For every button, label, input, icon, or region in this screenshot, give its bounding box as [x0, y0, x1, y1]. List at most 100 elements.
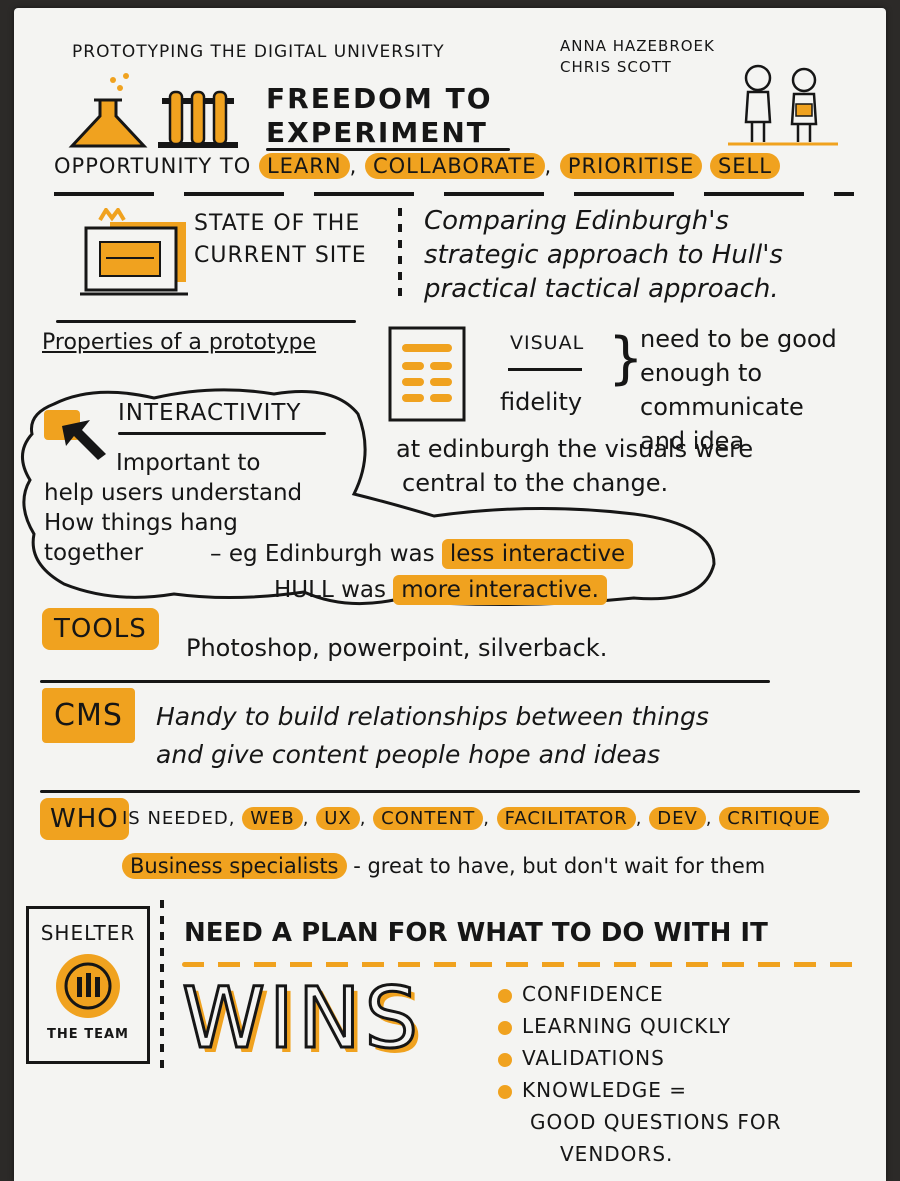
opportunity-row: OPPORTUNITY TO LEARN, COLLABORATE, PRIOR… — [54, 153, 780, 179]
interactivity-heading: INTERACTIVITY — [118, 400, 302, 426]
note-line: at edinburgh the visuals were — [396, 435, 754, 463]
sketchnote-page: PROTOTYPING THE DIGITAL UNIVERSITY ANNA … — [14, 8, 886, 1181]
cursor-arrow-icon — [44, 410, 106, 460]
win-item: CONFIDENCE — [498, 982, 781, 1006]
team-people-icon — [56, 954, 120, 1018]
main-title: FREEDOM TO EXPERIMENT — [266, 82, 493, 150]
title-underline — [266, 148, 510, 151]
shelter-box: SHELTER THE TEAM — [26, 906, 150, 1064]
role-item: CRITIQUE — [719, 807, 829, 830]
specialists-highlight: Business specialists — [122, 853, 347, 879]
properties-heading: Properties of a prototype — [42, 330, 317, 355]
example-text: HULL was — [274, 577, 386, 603]
bullet-icon — [498, 1020, 512, 1035]
win-item: VALIDATIONS — [498, 1046, 781, 1070]
interactivity-note: Important to help users understand How t… — [44, 448, 302, 568]
interactivity-examples: – eg Edinburgh was less interactive HULL… — [210, 536, 634, 608]
example-line: – eg Edinburgh was less interactive — [210, 536, 634, 572]
edinburgh-note: at edinburgh the visuals were central to… — [396, 432, 753, 500]
win-item: LEARNING QUICKLY — [498, 1014, 781, 1038]
event-title: PROTOTYPING THE DIGITAL UNIVERSITY — [72, 42, 445, 62]
win-text: CONFIDENCE — [522, 982, 664, 1006]
title-line: FREEDOM TO — [266, 82, 493, 115]
tools-label: TOOLS — [42, 608, 159, 650]
section-divider — [40, 680, 770, 683]
role-item: DEV — [649, 807, 706, 830]
note-line: Comparing Edinburgh's — [424, 206, 729, 236]
role-item: UX — [316, 807, 360, 830]
state-note: Comparing Edinburgh's strategic approach… — [424, 204, 783, 306]
wireframe-sketch-icon — [388, 326, 466, 422]
wins-label: WINS — [181, 969, 422, 1068]
note-line: help users understand — [44, 480, 303, 506]
example-highlight: more interactive. — [393, 575, 607, 605]
speakers-illustration-icon — [728, 64, 838, 146]
note-line: enough to communicate — [640, 359, 804, 421]
bullet-icon — [498, 1052, 512, 1067]
win-text: LEARNING QUICKLY — [522, 1014, 732, 1038]
cms-note: Handy to build relationships between thi… — [156, 698, 709, 774]
fidelity-label: fidelity — [500, 388, 583, 416]
heading-line: STATE OF THE — [194, 211, 361, 236]
shelter-top: SHELTER — [40, 921, 136, 945]
opportunity-item: LEARN — [258, 153, 350, 179]
specialists-note: - great to have, but don't wait for them — [353, 854, 766, 878]
website-sketch-icon — [80, 208, 188, 296]
tools-text: Photoshop, powerpoint, silverback. — [186, 634, 608, 662]
note-line: and give content people hope and ideas — [156, 740, 661, 769]
note-line: Handy to build relationships between thi… — [156, 702, 709, 731]
opportunity-item: SELL — [709, 153, 780, 179]
note-line: Important to — [116, 450, 261, 476]
role-item: WEB — [242, 807, 303, 830]
cms-label: CMS — [42, 688, 135, 743]
visual-label: VISUAL — [510, 332, 585, 354]
speaker-name: ANNA HAZEBROEK — [560, 37, 715, 55]
opportunity-item: PRIORITISE — [559, 153, 703, 179]
note-line: practical tactical approach. — [424, 274, 779, 304]
note-line: together — [44, 540, 144, 566]
brace-note: need to be good enough to communicate an… — [640, 322, 886, 458]
wins-list: CONFIDENCE LEARNING QUICKLY VALIDATIONS … — [498, 982, 781, 1174]
example-highlight: less interactive — [441, 539, 634, 569]
section-divider — [56, 320, 356, 323]
win-item: GOOD QUESTIONS FOR — [530, 1110, 782, 1134]
specialists-row: Business specialists - great to have, bu… — [122, 853, 766, 879]
opportunity-item: COLLABORATE — [364, 153, 545, 179]
brace-glyph: } — [608, 326, 644, 391]
dotted-separator — [398, 208, 402, 298]
dotted-separator — [160, 900, 164, 1070]
bullet-icon — [498, 1084, 512, 1099]
title-line: EXPERIMENT — [266, 116, 488, 149]
speakers: ANNA HAZEBROEK CHRIS SCOTT — [560, 36, 715, 78]
note-line: and idea — [640, 427, 745, 455]
heading-underline — [118, 432, 326, 435]
role-item: CONTENT — [373, 807, 484, 830]
note-line: How things hang — [44, 510, 238, 536]
section-divider — [54, 192, 854, 196]
heading-line: CURRENT SITE — [194, 243, 367, 268]
example-line: HULL was more interactive. — [210, 572, 633, 608]
who-row: is NEEDED, WEB, UX, CONTENT, FACILITATOR… — [122, 807, 829, 830]
state-heading: STATE OF THE CURRENT SITE — [194, 208, 367, 272]
who-label: WHO — [40, 798, 129, 840]
win-item: KNOWLEDGE = — [498, 1078, 781, 1102]
role-item: FACILITATOR — [496, 807, 636, 830]
win-item: VENDORS. — [560, 1142, 674, 1166]
win-text: VALIDATIONS — [522, 1046, 665, 1070]
opportunity-lead: OPPORTUNITY TO — [54, 154, 252, 178]
note-line: central to the change. — [402, 469, 669, 497]
bullet-icon — [498, 988, 512, 1003]
thought-cloud-outline — [21, 388, 716, 607]
who-lead: is NEEDED — [122, 808, 229, 829]
strikethrough-word — [508, 368, 582, 371]
example-text: eg Edinburgh was — [228, 541, 435, 567]
speaker-name: CHRIS SCOTT — [560, 58, 672, 76]
section-divider — [40, 790, 860, 793]
plan-heading: NEED A PLAN FOR WHAT TO DO WITH IT — [184, 918, 768, 948]
note-line: strategic approach to Hull's — [424, 240, 783, 270]
orange-dashed-divider — [182, 962, 862, 967]
shelter-bottom: THE TEAM — [47, 1027, 129, 1042]
note-line: need to be good — [640, 325, 837, 353]
win-text: KNOWLEDGE = — [522, 1078, 688, 1102]
lab-flask-icon — [68, 73, 238, 148]
